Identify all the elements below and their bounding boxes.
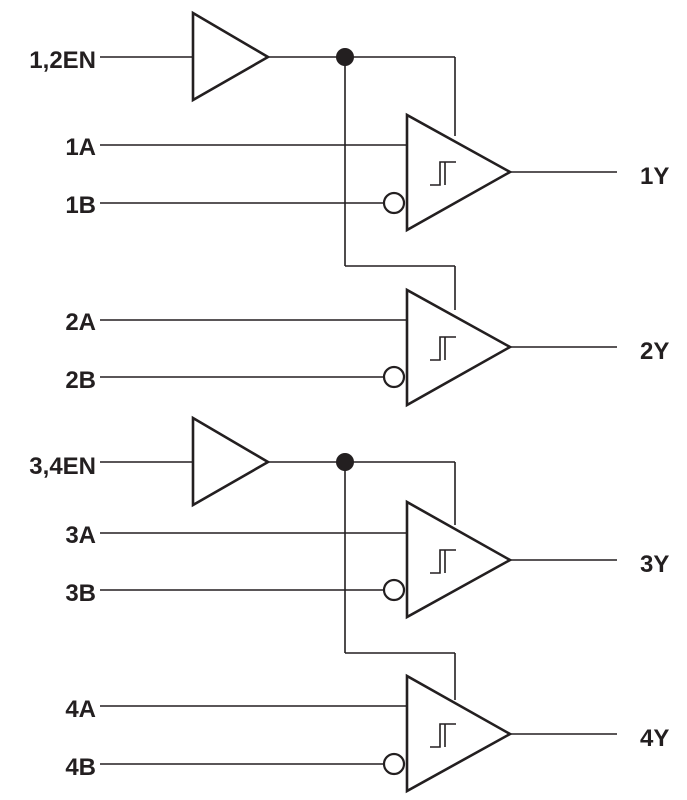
receiver-1: 1A 1B 1Y <box>65 112 669 233</box>
receiver-gate <box>405 499 513 620</box>
receiver-2: 2A 2B 2Y <box>65 287 669 408</box>
enable-buffer-gate <box>191 10 271 103</box>
receiver-gate <box>405 112 513 233</box>
enable-label-1-2: 1,2EN <box>29 47 96 74</box>
enable-group-1-2: 1,2EN <box>29 10 456 310</box>
hysteresis-icon <box>430 161 456 186</box>
receiver-gate <box>405 287 513 408</box>
junction-dot <box>336 453 354 471</box>
inverting-input-bubble <box>382 191 406 215</box>
enable-label-3-4: 3,4EN <box>29 453 96 480</box>
output-label: 4Y <box>640 725 669 752</box>
hysteresis-icon <box>430 723 456 748</box>
input-b-label: 2B <box>65 367 96 394</box>
junction-dot <box>336 48 354 66</box>
hysteresis-icon <box>430 549 456 574</box>
receiver-4: 4A 4B 4Y <box>65 673 669 794</box>
input-a-label: 3A <box>65 522 96 549</box>
inverting-input-bubble <box>382 365 406 389</box>
enable-buffer-gate <box>191 415 271 508</box>
enable-group-3-4: 3,4EN <box>29 415 456 700</box>
output-label: 2Y <box>640 338 669 365</box>
input-b-label: 3B <box>65 580 96 607</box>
input-b-label: 4B <box>65 754 96 781</box>
hysteresis-icon <box>430 336 456 361</box>
input-b-label: 1B <box>65 192 96 219</box>
receiver-gate <box>405 673 513 794</box>
input-a-label: 4A <box>65 696 96 723</box>
receiver-3: 3A 3B 3Y <box>65 499 669 620</box>
inverting-input-bubble <box>382 752 406 776</box>
output-label: 3Y <box>640 551 669 578</box>
output-label: 1Y <box>640 163 669 190</box>
input-a-label: 2A <box>65 309 96 336</box>
input-a-label: 1A <box>65 134 96 161</box>
inverting-input-bubble <box>382 578 406 602</box>
